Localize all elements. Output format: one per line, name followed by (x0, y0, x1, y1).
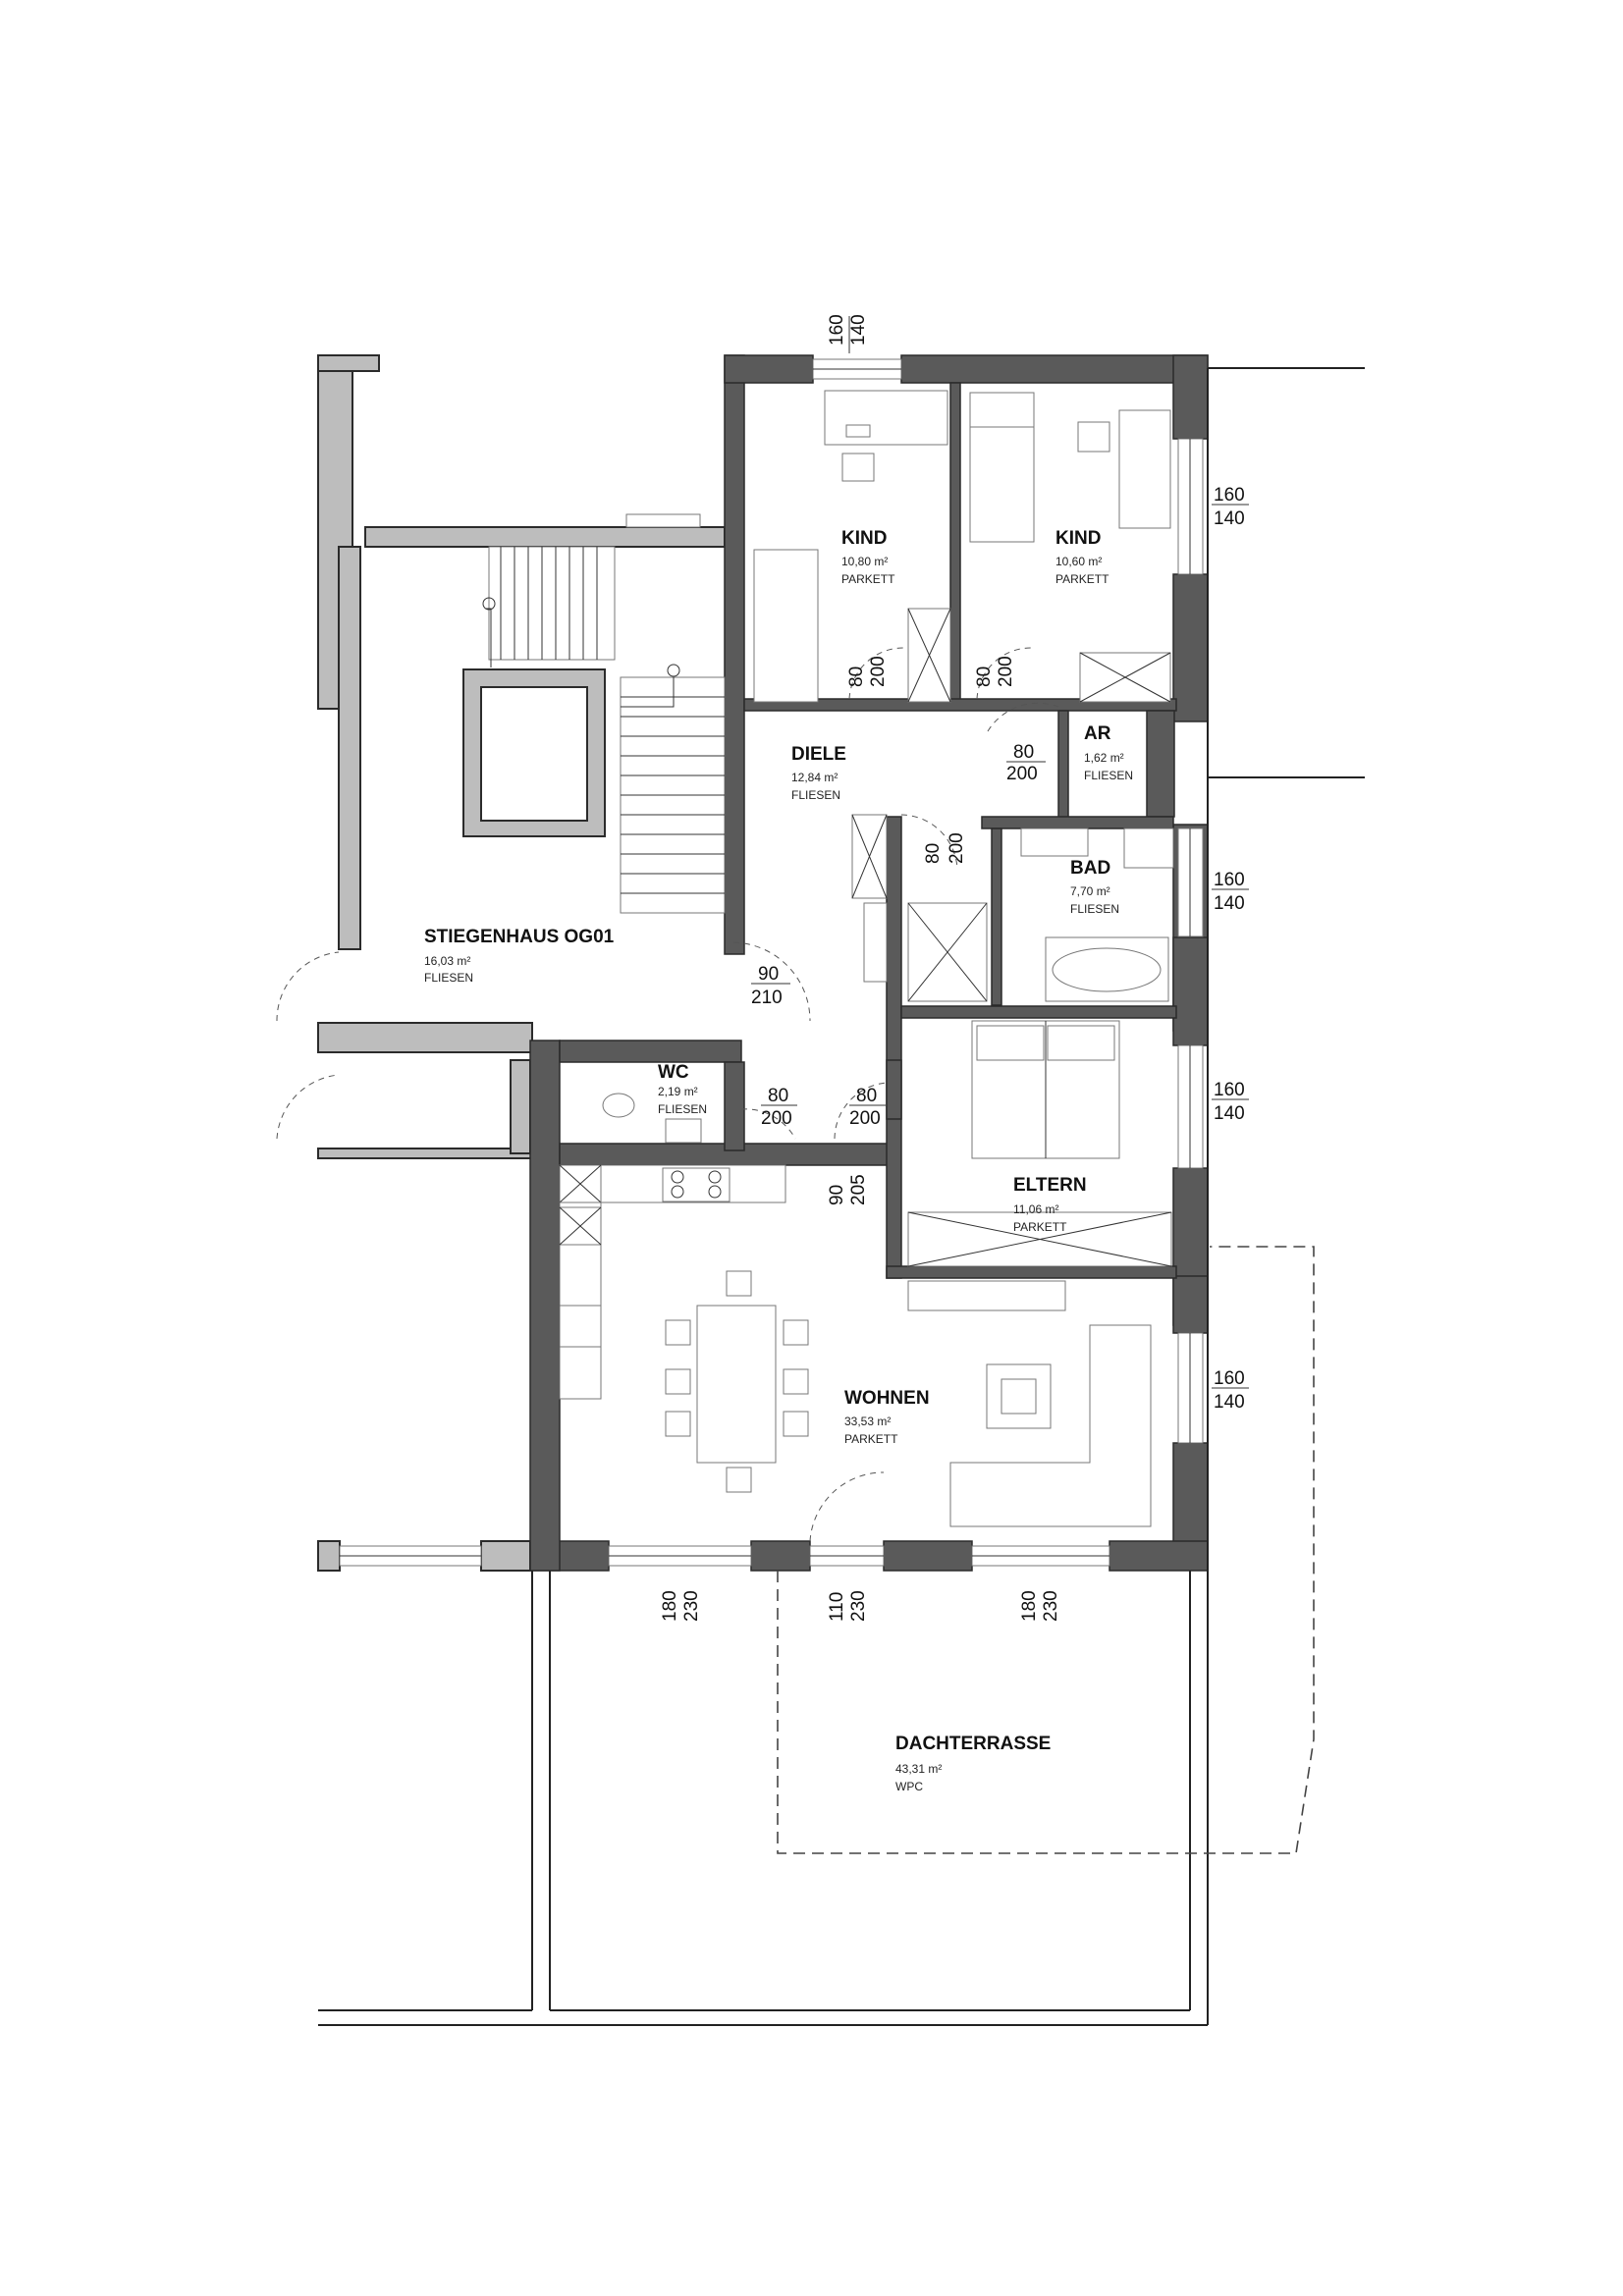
dim-door-kind1-b: 200 (868, 656, 889, 687)
dim-door-eltern-a: 80 (856, 1086, 877, 1106)
bad-floor: FLIESEN (1070, 902, 1119, 916)
terrasse-floor: WPC (895, 1780, 923, 1793)
kind1-name: KIND (841, 528, 887, 549)
eltern-name: ELTERN (1013, 1175, 1087, 1196)
dim-door-ar-a: 80 (1013, 742, 1034, 763)
boundary-lines (318, 367, 1365, 2026)
dim-door-wohnen-b: 205 (848, 1174, 869, 1205)
stiegenhaus-floor: FLIESEN (424, 971, 473, 985)
wohnen-area: 33,53 m² (844, 1415, 891, 1428)
kind1-area: 10,80 m² (841, 555, 888, 568)
dim-door-wc-b: 200 (761, 1108, 792, 1129)
terrasse-area: 43,31 m² (895, 1762, 942, 1776)
wc-furniture (602, 1093, 702, 1144)
wc-name: WC (658, 1062, 689, 1083)
eltern-floor: PARKETT (1013, 1220, 1067, 1234)
wohnen-floor: PARKETT (844, 1432, 898, 1446)
diele-floor: FLIESEN (791, 788, 840, 802)
dimension-labels: 160 140 160 140 160 140 160 140 160 140 … (660, 314, 1249, 1622)
kind1-floor: PARKETT (841, 572, 895, 586)
dim-window-south-1-a: 180 (660, 1590, 680, 1622)
dim-door-eltern-b: 200 (849, 1108, 881, 1129)
wohnen-name: WOHNEN (844, 1388, 930, 1409)
dim-window-south-3-a: 180 (1019, 1590, 1040, 1622)
door-swings (276, 647, 1059, 1542)
kind1-furniture (753, 390, 951, 703)
bad-name: BAD (1070, 858, 1110, 879)
dim-door-kind2-a: 80 (974, 667, 995, 687)
terrace-awning-outline (777, 1246, 1315, 1854)
dim-window-eltern-a: 160 (1214, 1080, 1245, 1100)
stiegenhaus-name: STIEGENHAUS OG01 (424, 927, 615, 947)
dim-door-wc-a: 80 (768, 1086, 788, 1106)
dim-door-ar-b: 200 (1006, 764, 1038, 784)
kind2-area: 10,60 m² (1055, 555, 1102, 568)
dim-window-top-b: 140 (848, 314, 869, 346)
dim-door-wohnen-a: 90 (827, 1185, 847, 1205)
kind2-name: KIND (1055, 528, 1101, 549)
dim-window-wohnen-b: 140 (1214, 1392, 1245, 1413)
dim-window-south-3-b: 230 (1041, 1590, 1061, 1622)
dim-window-south-1-b: 230 (681, 1590, 702, 1622)
dim-door-entry-a: 90 (758, 964, 779, 985)
diele-bad-furniture (851, 814, 1174, 1002)
dim-door-entry-b: 210 (751, 988, 783, 1008)
dim-window-south-2-a: 110 (827, 1592, 847, 1622)
dim-window-wohnen-a: 160 (1214, 1368, 1245, 1389)
dim-door-kind1-a: 80 (846, 667, 867, 687)
kind2-floor: PARKETT (1055, 572, 1109, 586)
dim-window-eltern-b: 140 (1214, 1103, 1245, 1124)
terrasse-name: DACHTERRASSE (895, 1734, 1051, 1754)
bad-area: 7,70 m² (1070, 884, 1110, 898)
ar-floor: FLIESEN (1084, 769, 1133, 782)
diele-area: 12,84 m² (791, 771, 838, 784)
diele-name: DIELE (791, 744, 846, 765)
dim-door-kind2-b: 200 (996, 656, 1016, 687)
dim-door-bad-a: 80 (923, 843, 944, 864)
dim-window-kind2-a: 160 (1214, 485, 1245, 506)
stiegenhaus-area: 16,03 m² (424, 954, 470, 968)
kind2-furniture (969, 392, 1171, 703)
dim-door-bad-b: 200 (947, 832, 967, 864)
wc-floor: FLIESEN (658, 1102, 707, 1116)
eltern-furniture (907, 1020, 1172, 1267)
dim-window-top-a: 160 (827, 314, 847, 346)
room-labels: KIND 10,80 m² PARKETT KIND 10,60 m² PARK… (424, 528, 1133, 1793)
dim-window-south-2-b: 230 (848, 1590, 869, 1622)
wc-area: 2,19 m² (658, 1085, 698, 1098)
windows (339, 358, 1204, 1567)
dim-window-bad-b: 140 (1214, 893, 1245, 914)
apartment-walls (529, 354, 1209, 1572)
wohnen-furniture (559, 1164, 1152, 1527)
dim-window-kind2-b: 140 (1214, 508, 1245, 529)
ar-name: AR (1084, 723, 1111, 744)
ar-area: 1,62 m² (1084, 751, 1124, 765)
staircase-walls (317, 354, 726, 1572)
stairs (482, 546, 726, 914)
dim-window-bad-a: 160 (1214, 870, 1245, 890)
eltern-area: 11,06 m² (1013, 1202, 1058, 1216)
